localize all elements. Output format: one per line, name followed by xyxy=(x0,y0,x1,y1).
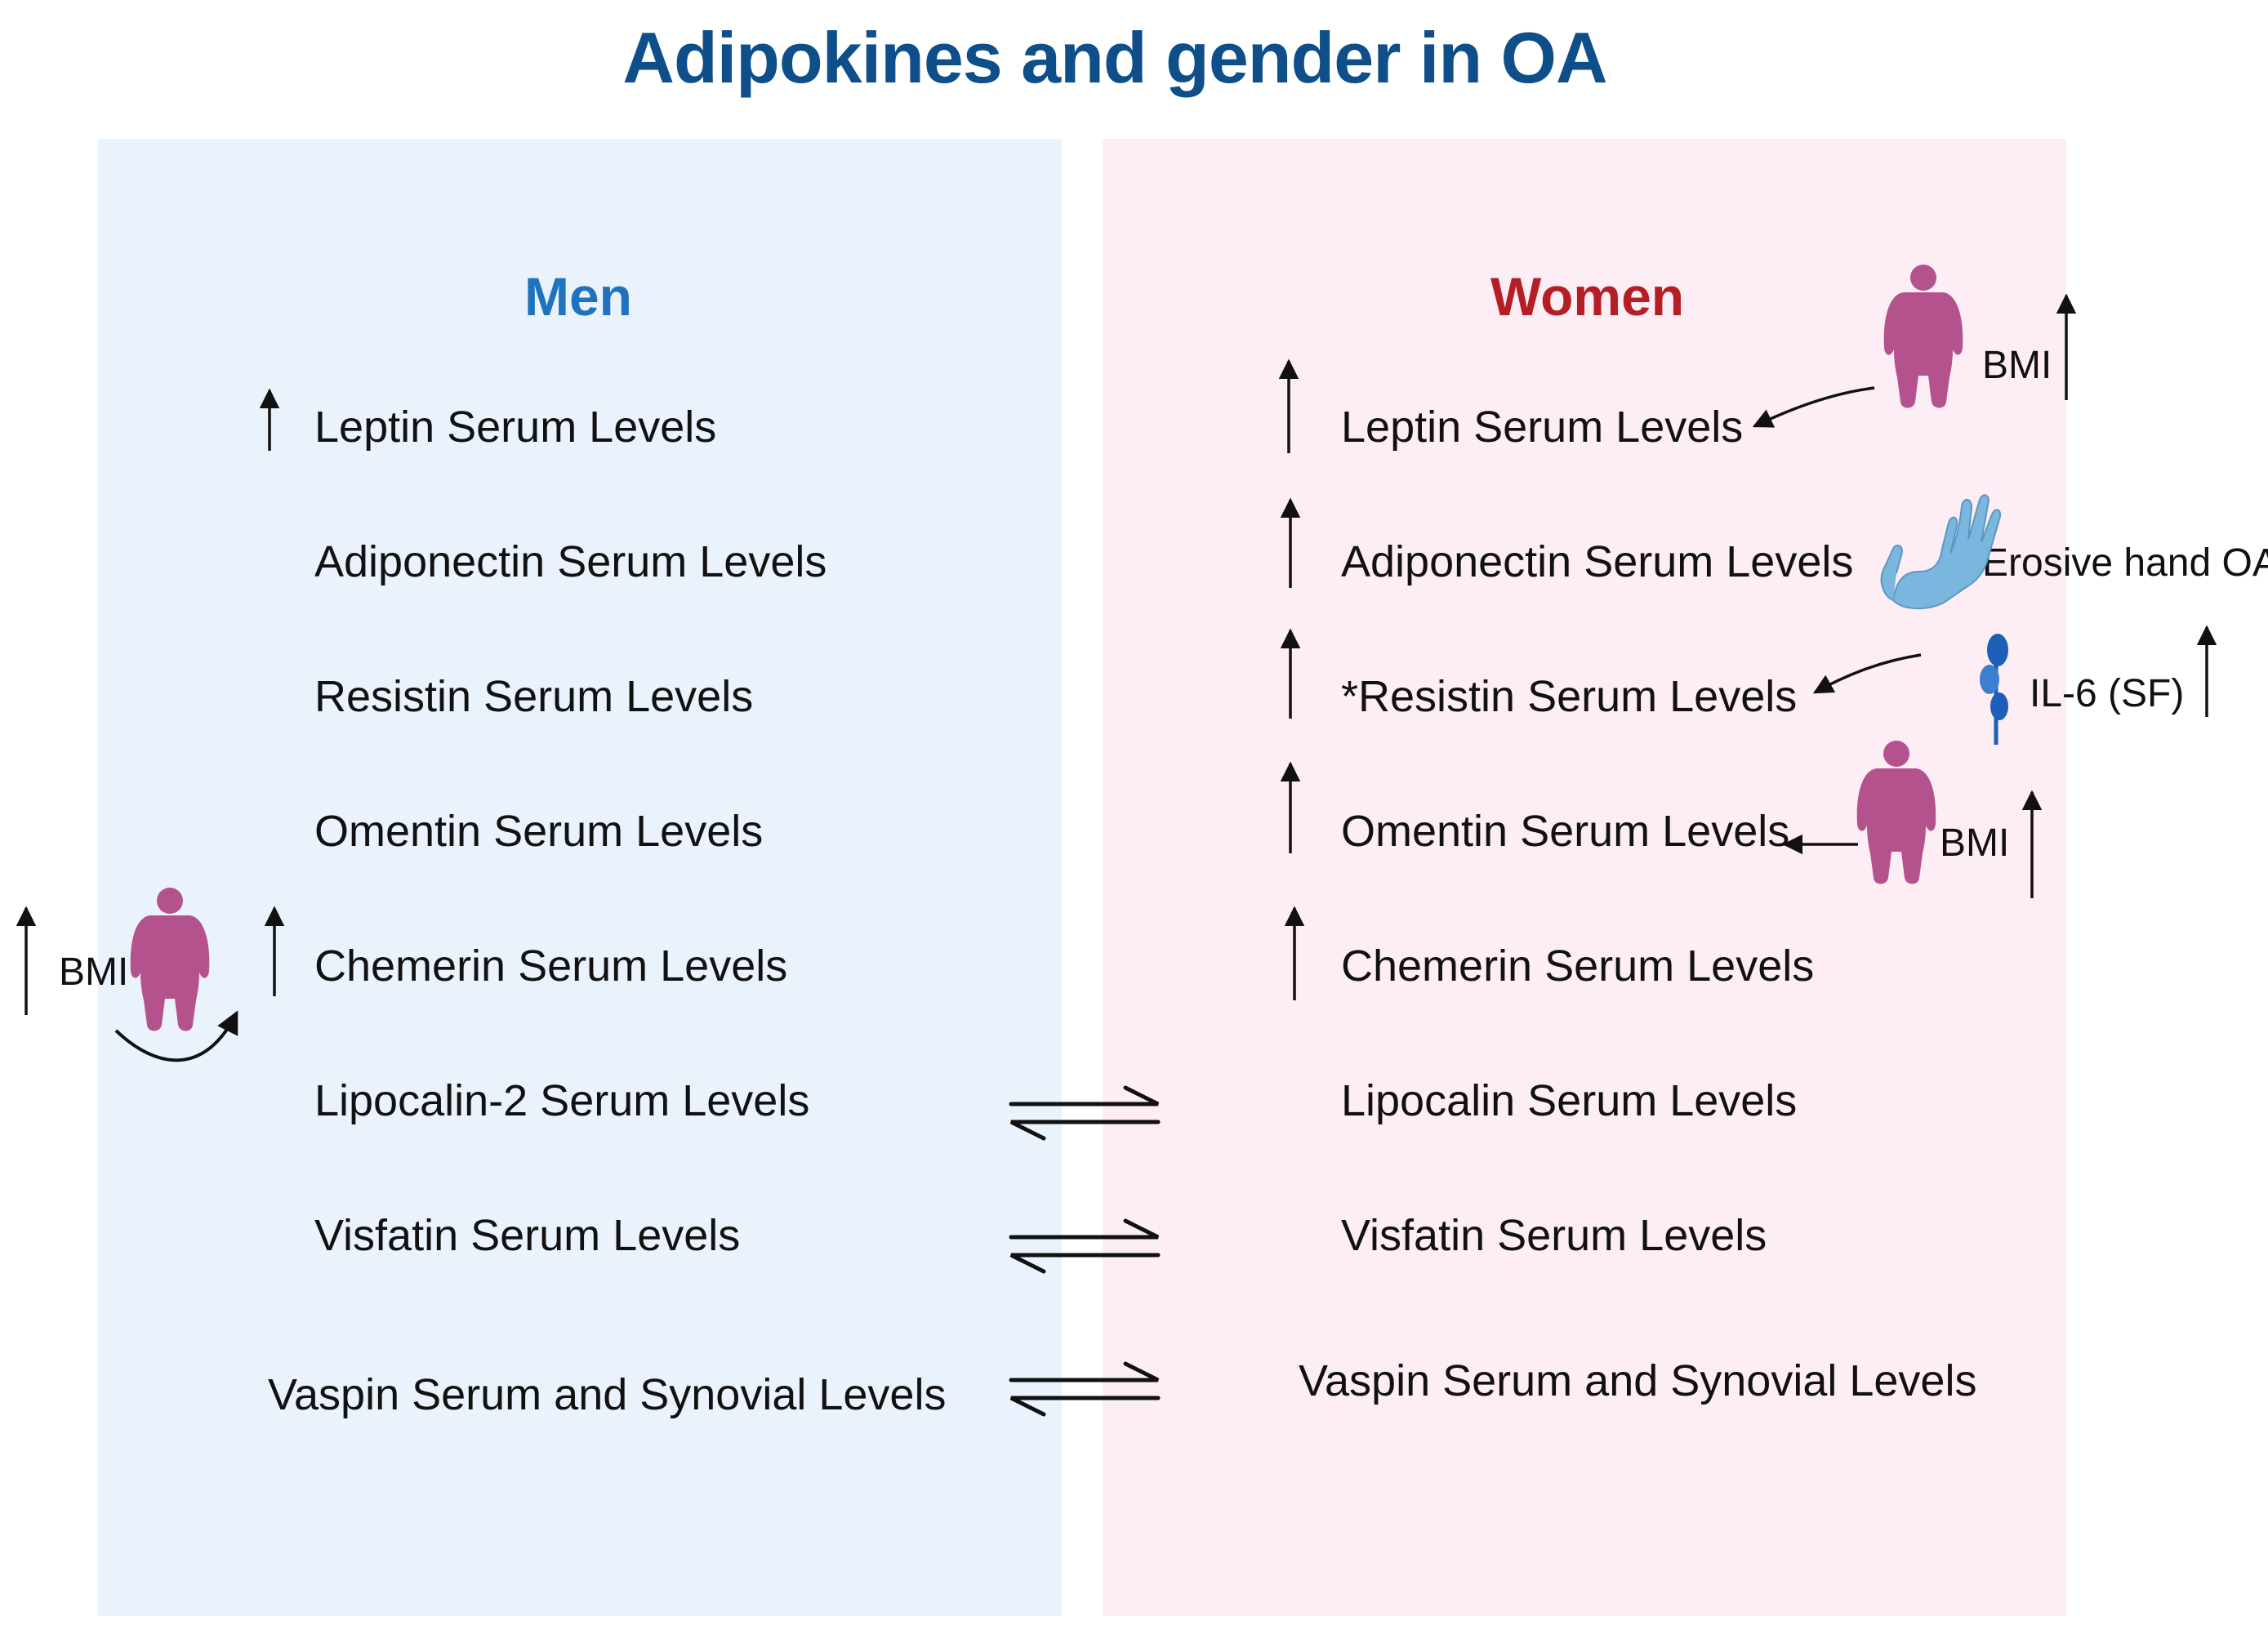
men-panel xyxy=(98,139,1062,1616)
men-item-adiponectin: Adiponectin Serum Levels xyxy=(314,537,827,586)
women-item-vaspin: Vaspin Serum and Synovial Levels xyxy=(1299,1356,1977,1405)
women-item-chemerin: Chemerin Serum Levels xyxy=(1341,942,1815,991)
women-item-adiponectin: Adiponectin Serum Levels xyxy=(1341,537,1854,586)
men-item-resistin: Resistin Serum Levels xyxy=(314,672,754,721)
men-item-vaspin: Vaspin Serum and Synovial Levels xyxy=(268,1370,947,1419)
women-bmi-label-leptin: BMI xyxy=(1982,344,2052,387)
men-item-omentin: Omentin Serum Levels xyxy=(314,807,764,856)
curved-arrow xyxy=(1752,386,1875,428)
erosive-hand-oa-label: Erosive hand OA xyxy=(1982,541,2268,585)
page-title: Adipokines and gender in OA xyxy=(622,17,1607,98)
women-bmi-label-omentin: BMI xyxy=(1940,821,2010,865)
person-obese-icon xyxy=(1856,741,1936,884)
equilibrium-arrows-icon xyxy=(1009,1218,1161,1274)
person-obese-icon xyxy=(1883,265,1963,408)
hand-icon xyxy=(1880,494,2002,610)
curved-arrow xyxy=(1812,653,1922,694)
men-heading: Men xyxy=(524,266,632,327)
curved-arrow xyxy=(114,1010,238,1062)
women-item-lipocalin: Lipocalin Serum Levels xyxy=(1341,1076,1798,1125)
men-item-chemerin: Chemerin Serum Levels xyxy=(314,942,788,991)
equilibrium-arrows-icon xyxy=(1009,1085,1161,1141)
equilibrium-arrows-icon xyxy=(1009,1361,1161,1417)
women-item-visfatin: Visfatin Serum Levels xyxy=(1341,1211,1767,1260)
men-item-leptin: Leptin Serum Levels xyxy=(314,403,717,452)
women-heading: Women xyxy=(1490,266,1685,327)
il6-molecule-icon xyxy=(1980,634,2008,745)
person-obese-icon xyxy=(130,888,210,1031)
women-item-omentin: Omentin Serum Levels xyxy=(1341,807,1790,856)
women-item-leptin: Leptin Serum Levels xyxy=(1341,403,1744,452)
men-item-visfatin: Visfatin Serum Levels xyxy=(314,1211,741,1260)
men-item-lipocalin-2: Lipocalin-2 Serum Levels xyxy=(314,1076,810,1125)
men-bmi-label: BMI xyxy=(59,951,129,994)
il6-label: IL-6 (SF) xyxy=(2030,672,2185,715)
women-item-resistin: *Resistin Serum Levels xyxy=(1341,672,1798,721)
